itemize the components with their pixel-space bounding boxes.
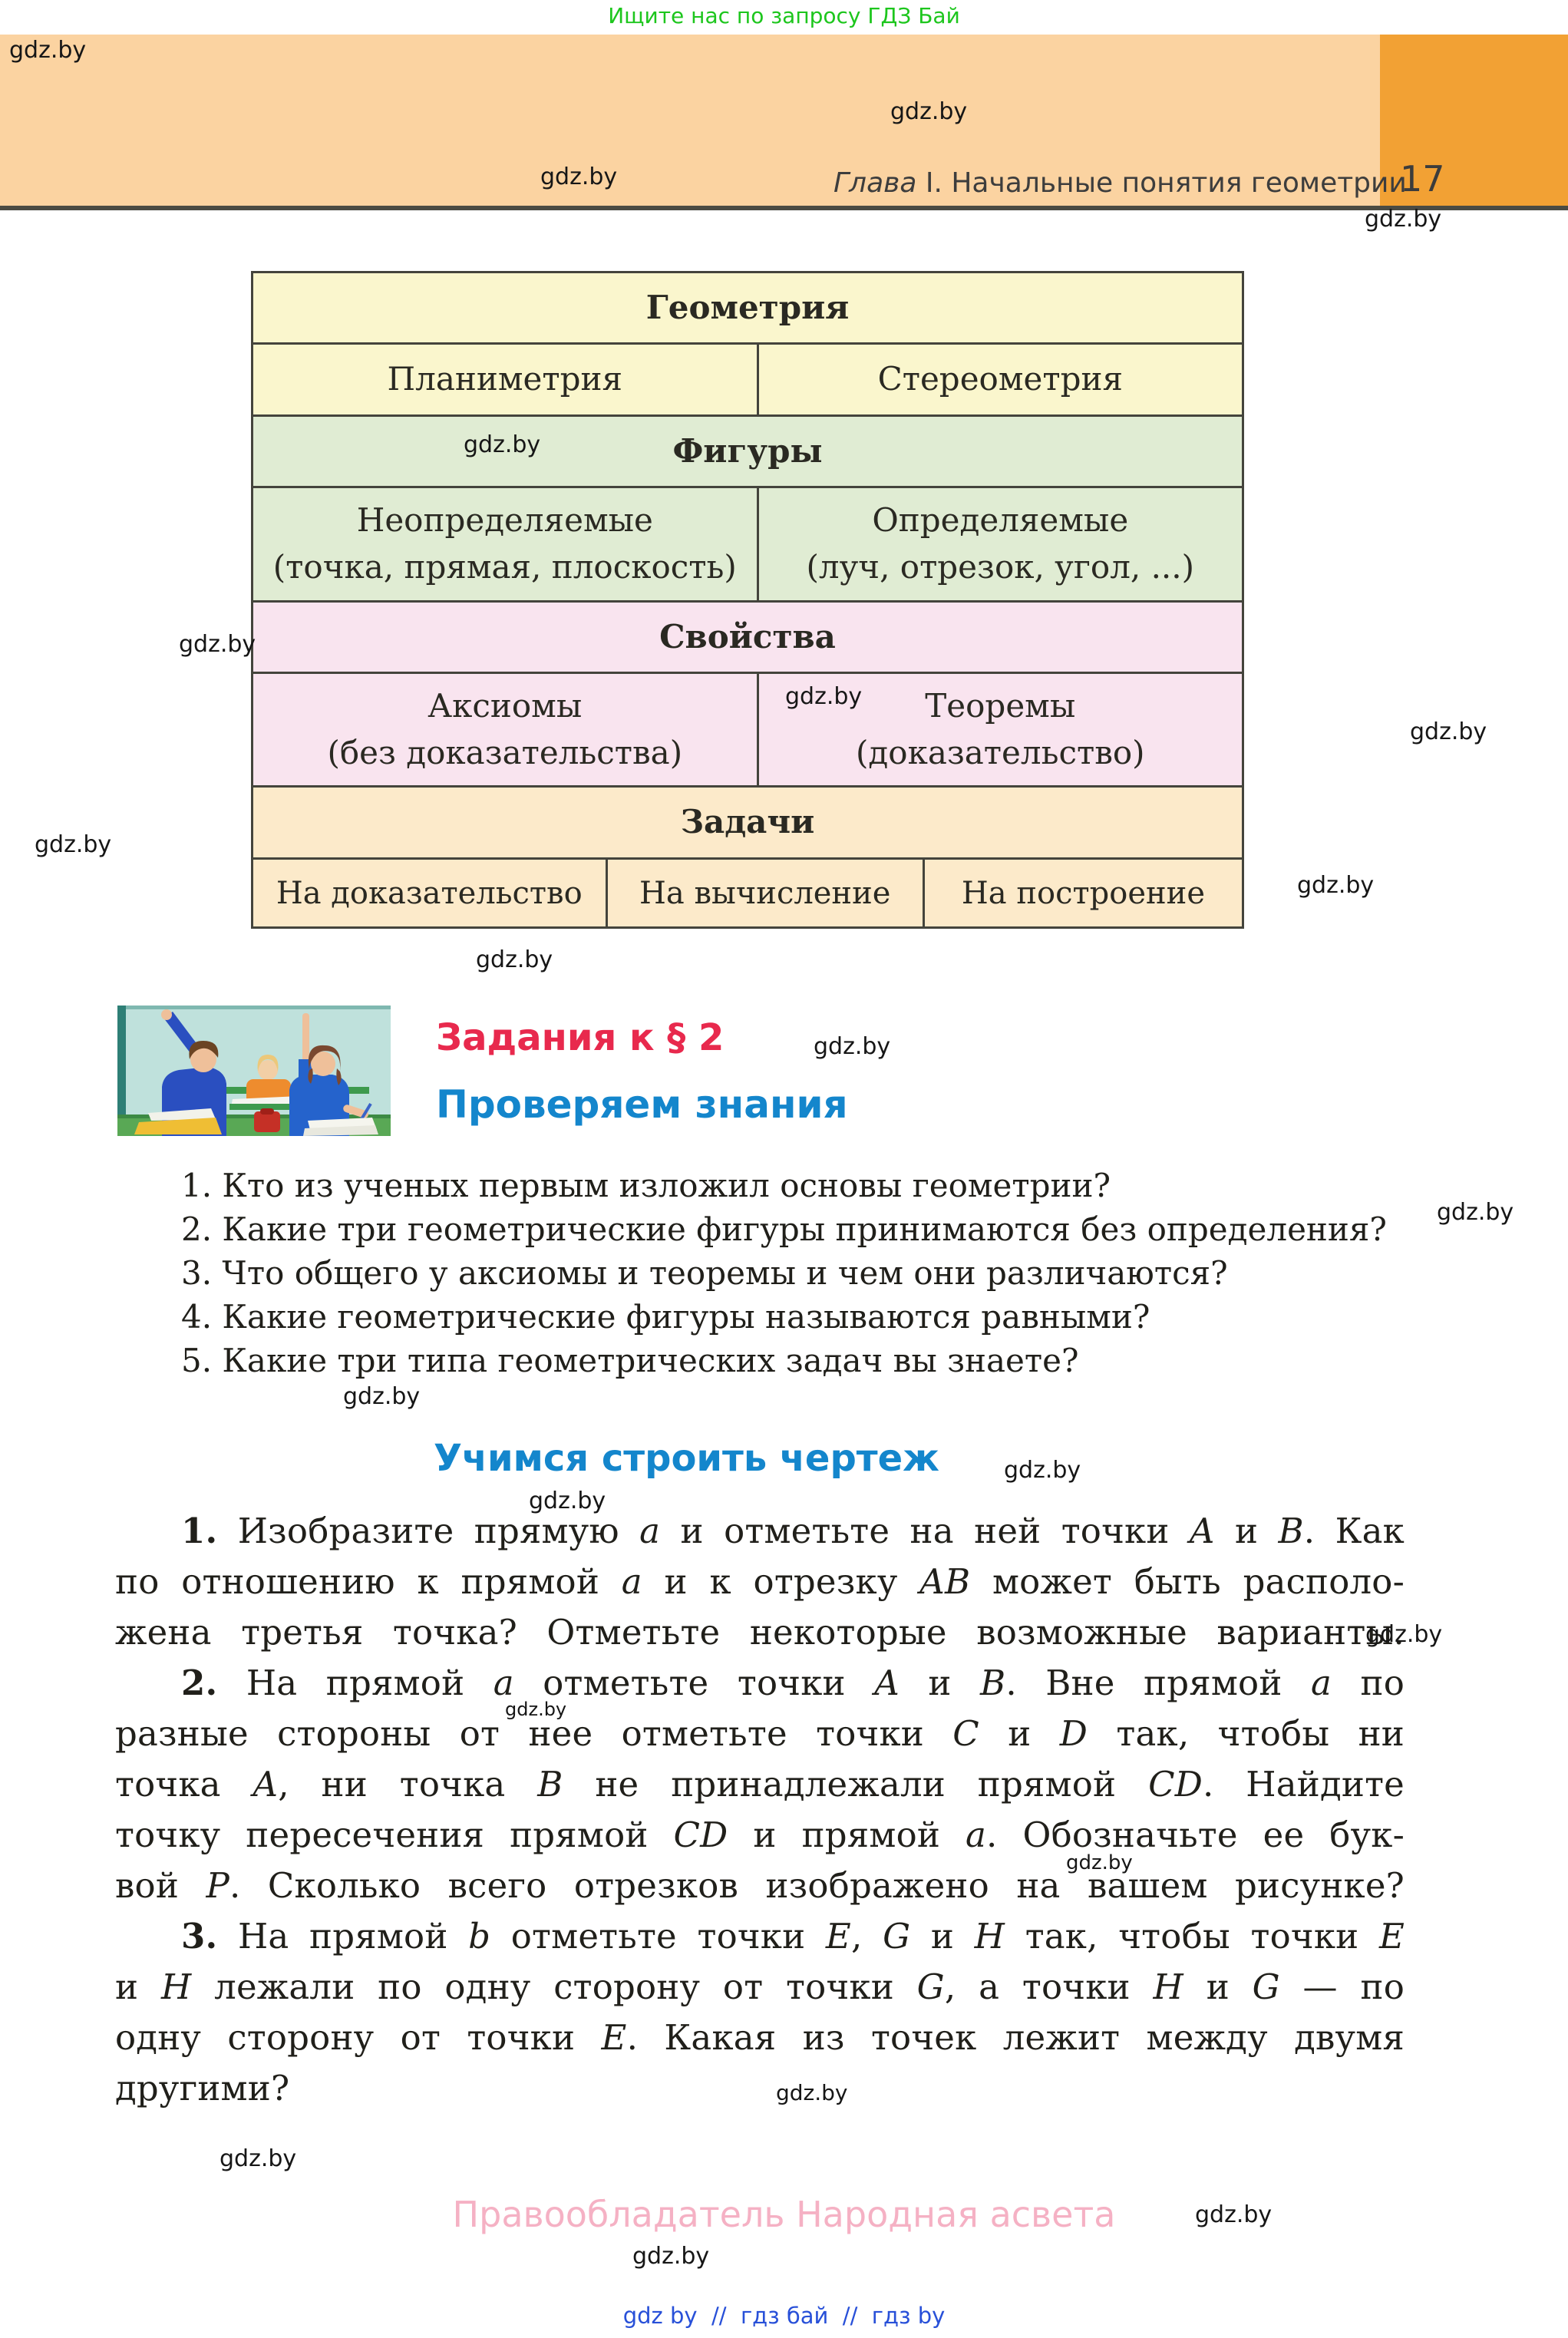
copyright-notice: Правообладатель Народная асвета [452, 2194, 1116, 2235]
task3-line: другими? [115, 2068, 290, 2108]
task1-line: жена третья точка? Отметьте некоторые во… [115, 1612, 1405, 1653]
gdz-watermark: gdz.by [1365, 206, 1442, 233]
drawing-tasks: 1. Изобразите прямую a и отметьте на ней… [115, 1506, 1405, 2114]
scheme-row-geometry: Геометрия [253, 273, 1242, 342]
check-knowledge-heading: Проверяем знания [436, 1082, 848, 1127]
question-3: 3. Что общего у аксиомы и теоремы и чем … [181, 1254, 1228, 1292]
task2-line: точку пересечения прямой CD и прямой a. … [115, 1815, 1405, 1855]
gdz-watermark: gdz.by [343, 1383, 421, 1410]
gdz-watermark: gdz.by [35, 831, 112, 858]
undefined-items: (точка, прямая, плоскость) [272, 548, 737, 586]
scheme-row-figures: Фигуры [253, 414, 1242, 486]
scheme-row-problems: Задачи [253, 785, 1242, 857]
task2-line: разные стороны от нее отметьте точки C и… [115, 1713, 1405, 1754]
task2-line: 2. На прямой a отметьте точки A и B. Вне… [181, 1663, 1405, 1703]
gdz-watermark: gdz.by [785, 683, 863, 710]
cell-axioms: Аксиомы (без доказательства) [253, 674, 757, 785]
footer-links[interactable]: gdz by // гдз бай // гдз by [622, 2303, 946, 2329]
gdz-watermark: gdz.by [1437, 1199, 1514, 1226]
gdz-watermark: gdz.by [9, 37, 87, 64]
gdz-watermark: gdz.by [1297, 872, 1375, 899]
chapter-title: Глава I. Начальные понятия геометрии [834, 167, 1407, 199]
cell-problems: Задачи [680, 803, 815, 841]
task1-line: 1. Изобразите прямую a и отметьте на ней… [181, 1511, 1405, 1551]
cell-problems-proof: На доказательство [276, 875, 583, 911]
geometry-scheme-table: Геометрия Планиметрия Стереометрия Фигур… [251, 271, 1244, 929]
gdz-watermark: gdz.by [505, 1699, 567, 1720]
drawing-heading: Учимся строить чертеж [434, 1437, 939, 1480]
scheme-row-properties: Свойства [253, 600, 1242, 672]
cell-geometry: Геометрия [645, 288, 850, 326]
cell-figures: Фигуры [672, 431, 823, 470]
gdz-watermark: gdz.by [1066, 1851, 1133, 1874]
axioms-note: (без доказательства) [327, 733, 683, 771]
gdz-watermark: gdz.by [890, 98, 968, 125]
gdz-watermark: gdz.by [814, 1033, 891, 1060]
header-band [0, 35, 1568, 206]
defined-items: (луч, отрезок, угол, ...) [806, 548, 1195, 586]
task3-line: одну сторону от точки E. Какая из точек … [115, 2017, 1405, 2058]
gdz-watermark: gdz.by [220, 2145, 297, 2172]
scheme-row-branches: Планиметрия Стереометрия [253, 342, 1242, 414]
header-divider-line [0, 206, 1568, 210]
header-page-number-block [1380, 35, 1568, 206]
students-illustration-svg [117, 1006, 391, 1136]
gdz-watermark: gdz.by [464, 431, 541, 458]
question-1: 1. Кто из ученых первым изложил основы г… [181, 1167, 1111, 1204]
task2-line: точка A, ни точка B не принадлежали прям… [115, 1764, 1405, 1805]
theorems-note: (доказательство) [856, 733, 1145, 771]
cell-problems-calc: На вычисление [605, 860, 923, 926]
cell-problems-construct: На построение [922, 860, 1242, 926]
question-2: 2. Какие три геометрические фигуры прини… [181, 1210, 1387, 1248]
cell-undefined-figures: Неопределяемые (точка, прямая, плоскость… [253, 488, 757, 600]
cell-theorems: Теоремы (доказательство) [756, 674, 1242, 785]
task1-line: по отношению к прямой a и к отрезку AB м… [115, 1561, 1405, 1602]
gdz-watermark: gdz.by [1365, 1621, 1443, 1648]
gdz-watermark: gdz.by [632, 2243, 710, 2270]
students-illustration [117, 1006, 391, 1136]
question-4: 4. Какие геометрические фигуры называютс… [181, 1298, 1150, 1336]
undefined-title: Неопределяемые [356, 501, 653, 540]
task3-line: 3. На прямой b отметьте точки E, G и H т… [181, 1916, 1405, 1957]
section-title: Задания к § 2 [436, 1016, 725, 1059]
scheme-row-figure-kinds: Неопределяемые (точка, прямая, плоскость… [253, 486, 1242, 600]
search-hint: Ищите нас по запросу ГДЗ Бай [608, 3, 960, 28]
axioms-title: Аксиомы [427, 686, 583, 725]
gdz-watermark: gdz.by [1004, 1457, 1081, 1484]
page-number: 17 [1400, 158, 1445, 200]
gdz-watermark: gdz.by [1410, 718, 1487, 745]
cell-planimetry: Планиметрия [387, 360, 623, 398]
scheme-row-statements: Аксиомы (без доказательства) Теоремы (до… [253, 672, 1242, 785]
gdz-watermark: gdz.by [776, 2080, 848, 2105]
gdz-watermark: gdz.by [529, 1488, 606, 1514]
scheme-row-problem-types: На доказательство На вычисление На постр… [253, 857, 1242, 926]
task3-line: и H лежали по одну сторону от точки G, а… [115, 1966, 1405, 2007]
gdz-watermark: gdz.by [1195, 2201, 1273, 2228]
cell-stereometry: Стереометрия [756, 345, 1242, 414]
gdz-watermark: gdz.by [476, 946, 553, 973]
questions-list: 1. Кто из ученых первым изложил основы г… [181, 1164, 1440, 1382]
question-5: 5. Какие три типа геометрических задач в… [181, 1342, 1079, 1379]
cell-properties: Свойства [659, 617, 836, 655]
theorems-title: Теоремы [925, 686, 1076, 725]
gdz-watermark: gdz.by [179, 631, 256, 658]
task2-line: вой P. Сколько всего отрезков изображено… [115, 1865, 1405, 1906]
cell-defined-figures: Определяемые (луч, отрезок, угол, ...) [756, 488, 1242, 600]
defined-title: Определяемые [872, 501, 1129, 540]
gdz-watermark: gdz.by [540, 163, 618, 190]
